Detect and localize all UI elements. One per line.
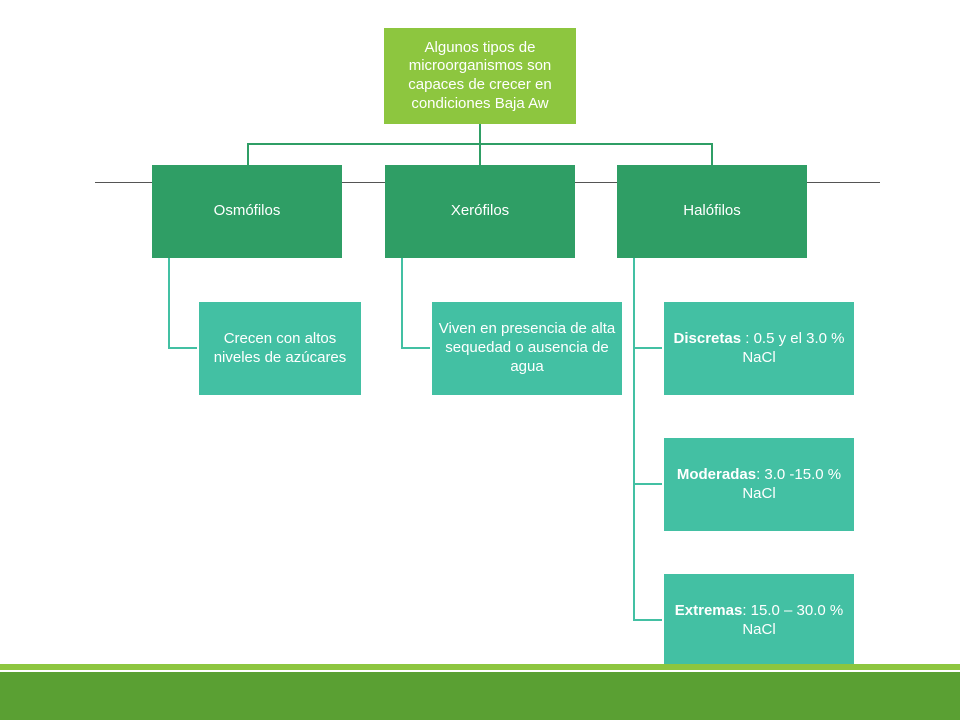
category-xerofilos: Xerófilos [385,165,575,258]
header-rule-left [95,182,153,183]
connector-halofilos-child-2 [633,483,665,485]
class-name: Moderadas [676,465,757,483]
header-rule-right [806,182,880,183]
category-label: Osmófilos [213,202,281,220]
connector-halofilos-child-3 [633,619,665,621]
class-range: : 0.5 y el 3.0 % NaCl [741,329,845,366]
description-text: Crecen con altos niveles de azúcares [213,329,347,366]
category-halofilos: Halófilos [617,165,807,258]
footer-bar-dark [0,672,960,720]
connector-osmofilos-child-horizontal [168,347,200,349]
connector-halofilos-child-vertical [633,258,635,621]
connector-root-down [479,124,481,144]
connector-osmofilos [247,143,249,165]
halofilos-extremas: Extremas: 15.0 – 30.0 % NaCl [662,572,856,669]
connector-osmofilos-child-vertical [168,258,170,349]
header-rule-mid-1 [341,182,387,183]
header-rule-mid-2 [574,182,620,183]
halofilos-extremas-text: Extremas: 15.0 – 30.0 % NaCl [666,602,852,640]
osmofilos-description: Crecen con altos niveles de azúcares [197,300,363,397]
halofilos-moderadas: Moderadas: 3.0 -15.0 % NaCl [662,436,856,533]
class-range: : 15.0 – 30.0 % NaCl [742,601,844,638]
class-name: Discretas [673,329,742,347]
class-range: : 3.0 -15.0 % NaCl [742,465,842,502]
halofilos-discretas: Discretas : 0.5 y el 3.0 % NaCl [662,300,856,397]
footer-bar-light [0,664,960,670]
root-node: Algunos tipos de microorganismos son cap… [384,28,576,124]
root-node-text: Algunos tipos de microorganismos son cap… [408,38,552,112]
category-label: Xerófilos [450,202,510,220]
connector-xerofilos [479,143,481,165]
xerofilos-description: Viven en presencia de alta sequedad o au… [430,300,624,397]
category-osmofilos: Osmófilos [152,165,342,258]
class-name: Extremas [674,601,743,619]
category-label: Halófilos [683,202,741,220]
halofilos-discretas-text: Discretas : 0.5 y el 3.0 % NaCl [666,330,852,368]
connector-halofilos-child-1 [633,347,665,349]
description-text: Viven en presencia de alta sequedad o au… [438,320,616,375]
halofilos-moderadas-text: Moderadas: 3.0 -15.0 % NaCl [666,466,852,504]
connector-xerofilos-child-vertical [401,258,403,349]
connector-xerofilos-child-horizontal [401,347,433,349]
connector-halofilos [711,143,713,165]
